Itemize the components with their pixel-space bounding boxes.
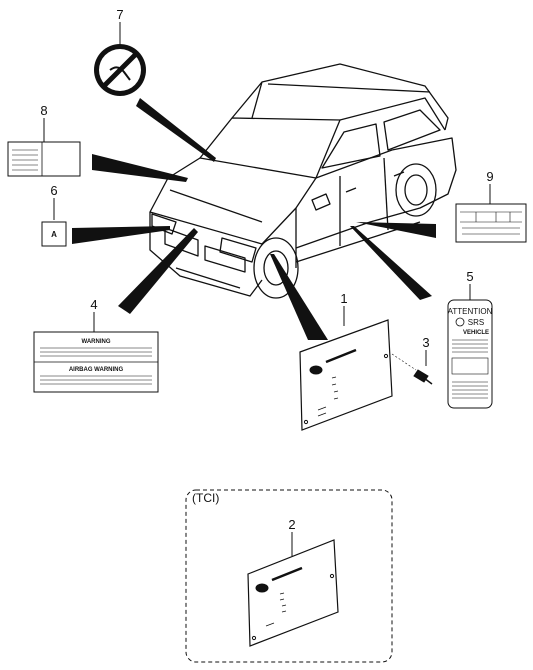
attention-heading: ATTENTION — [448, 307, 493, 316]
warning-heading: WARNING — [82, 339, 111, 345]
no-child-seat-label — [94, 22, 146, 96]
airbag-warning-heading: AIRBAG WARNING — [69, 367, 124, 373]
leader-6 — [72, 226, 170, 244]
rivet — [391, 350, 433, 385]
callout-3: 3 — [422, 335, 429, 350]
warning-airbag-label — [33, 312, 159, 393]
tci-vin-plate — [247, 532, 339, 647]
small-a-label — [41, 198, 67, 247]
leader-lines — [72, 98, 436, 340]
callout-8: 8 — [40, 103, 47, 118]
callout-1: 1 — [340, 291, 347, 306]
callout-4: 4 — [90, 297, 97, 312]
callout-5: 5 — [466, 269, 473, 284]
callout-7: 7 — [116, 7, 123, 22]
callout-6: 6 — [50, 183, 57, 198]
callout-9: 9 — [486, 169, 493, 184]
srs-text: SRS — [468, 318, 484, 327]
label-a-text: A — [51, 230, 57, 239]
leader-4 — [118, 228, 198, 314]
leader-8 — [92, 154, 188, 182]
emission-label — [455, 184, 527, 243]
callout-2: 2 — [288, 517, 295, 532]
leader-7 — [136, 98, 216, 162]
tci-title: (TCI) — [192, 491, 219, 505]
leader-9 — [356, 222, 436, 238]
leader-1 — [270, 254, 328, 340]
vin-plate — [299, 306, 393, 431]
vehicle-illustration — [149, 63, 457, 299]
srs-attention-label — [447, 284, 493, 409]
tire-info-label — [7, 118, 81, 177]
leader-5 — [350, 226, 432, 300]
vehicle-text: VEHICLE — [463, 330, 489, 336]
tci-box — [185, 489, 393, 663]
